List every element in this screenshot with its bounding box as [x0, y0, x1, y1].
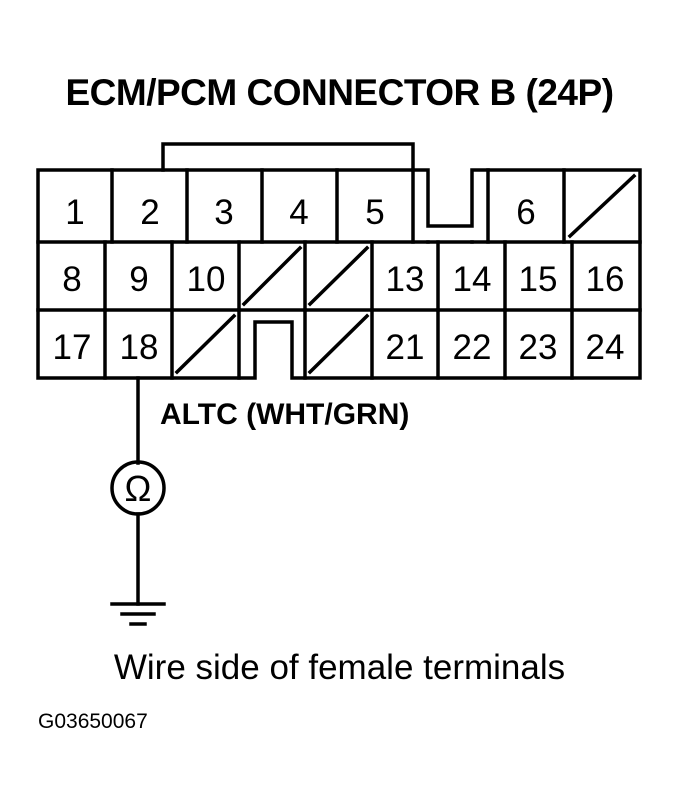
diagram-title: ECM/PCM CONNECTOR B (24P)	[65, 72, 614, 113]
terminal-18: 18	[120, 328, 159, 367]
terminal-4: 4	[289, 193, 308, 232]
wire-label: ALTC (WHT/GRN)	[160, 398, 410, 431]
figure-code: G03650067	[38, 710, 148, 733]
terminal-17: 17	[53, 328, 92, 367]
terminal-3: 3	[214, 193, 233, 232]
terminal-1: 1	[65, 193, 84, 232]
terminal-15: 15	[519, 260, 558, 299]
caption: Wire side of female terminals	[113, 648, 566, 687]
terminal-9: 9	[129, 260, 148, 299]
terminal-16: 16	[586, 260, 625, 299]
terminal-14: 14	[453, 260, 492, 299]
terminal-24: 24	[586, 328, 625, 367]
terminal-13: 13	[386, 260, 425, 299]
terminal-6: 6	[516, 193, 535, 232]
terminal-5: 5	[365, 193, 384, 232]
connector-latch	[161, 142, 415, 172]
ohm-sign: Ω	[125, 468, 152, 509]
terminal-22: 22	[453, 328, 492, 367]
terminal-8: 8	[62, 260, 81, 299]
terminal-21: 21	[386, 328, 425, 367]
terminal-numbers: 1 2 3 4 5 6 8 9 10 13 14 15 16 17 18 21 …	[53, 193, 625, 367]
terminal-23: 23	[519, 328, 558, 367]
connector-outline	[36, 168, 642, 380]
terminal-10: 10	[187, 260, 226, 299]
terminal-2: 2	[140, 193, 159, 232]
